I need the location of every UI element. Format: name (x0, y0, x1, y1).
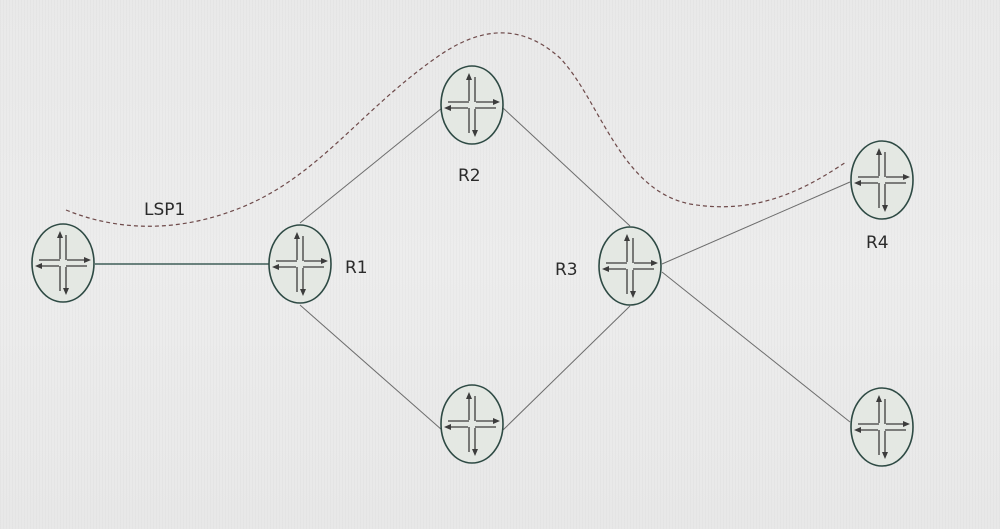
router-icon (31, 223, 95, 303)
link-r2-r3 (502, 107, 631, 227)
router-icon (440, 65, 504, 145)
router-r2[interactable] (440, 65, 504, 145)
router-r3[interactable] (598, 226, 662, 306)
lsp1-path (65, 32, 847, 227)
router-r4[interactable] (850, 140, 914, 220)
router-bottom-right[interactable] (850, 387, 914, 467)
r3-label: R3 (555, 260, 578, 280)
r2-label: R2 (458, 166, 481, 186)
router-r1[interactable] (268, 224, 332, 304)
link-bottom-r3 (502, 305, 631, 431)
router-icon (440, 384, 504, 464)
router-icon (268, 224, 332, 304)
router-icon (598, 226, 662, 306)
router-bottom[interactable] (440, 384, 504, 464)
r1-label: R1 (345, 258, 368, 278)
links (95, 107, 851, 431)
link-r3-r4 (661, 181, 851, 265)
link-r1-bottom (299, 304, 443, 431)
router-icon (850, 387, 914, 467)
lsp1-label: LSP1 (144, 200, 185, 220)
r4-label: R4 (866, 233, 889, 253)
link-r3-bottom-right (661, 271, 851, 423)
link-r1-r2 (299, 107, 443, 224)
router-icon (850, 140, 914, 220)
router-edge-left[interactable] (31, 223, 95, 303)
